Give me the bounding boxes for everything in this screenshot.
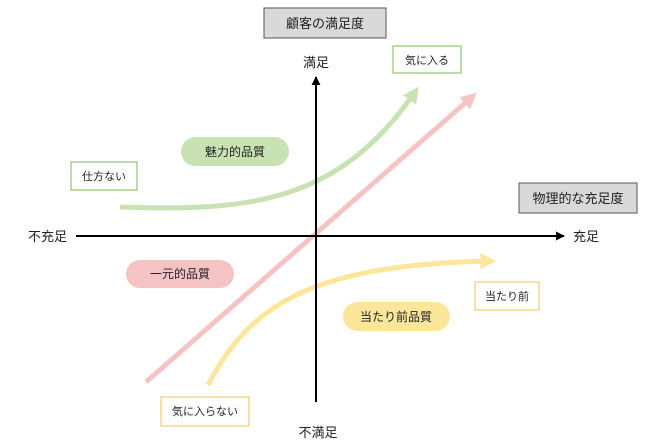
reaction-tolerate-text: 仕方ない: [82, 169, 126, 183]
vertical-axis-title-text: 顧客の満足度: [286, 16, 364, 32]
axis-label-bottom: 不満足: [298, 426, 337, 441]
must-be-quality-text: 当たり前品質: [360, 309, 432, 324]
attractive-quality-label: 魅力的品質: [181, 137, 289, 166]
reaction-like-text: 気に入る: [405, 53, 449, 67]
attractive-quality-curve: [119, 86, 419, 211]
axis-label-top: 満足: [303, 56, 329, 71]
one-dimensional-quality-arrow: [144, 92, 477, 384]
reaction-like-box: 気に入る: [392, 45, 462, 74]
horizontal-axis-title: 物理的な充足度: [518, 182, 638, 214]
must-be-quality-curve: [205, 253, 497, 387]
reaction-tolerate-box: 仕方ない: [70, 161, 138, 191]
one-dimensional-quality-label: 一元的品質: [126, 260, 234, 288]
reaction-dislike-text: 気に入らない: [172, 404, 238, 418]
reaction-expected-box: 当たり前: [474, 281, 540, 311]
reaction-dislike-box: 気に入らない: [160, 396, 250, 427]
reaction-expected-text: 当たり前: [485, 289, 529, 303]
attractive-quality-text: 魅力的品質: [205, 144, 265, 159]
horizontal-axis-title-text: 物理的な充足度: [532, 191, 623, 207]
axis-label-right: 充足: [573, 229, 599, 245]
vertical-axis-title: 顧客の満足度: [263, 7, 387, 39]
axis-label-left: 不充足: [28, 229, 67, 245]
one-dimensional-quality-text: 一元的品質: [150, 266, 210, 281]
must-be-quality-label: 当たり前品質: [343, 302, 450, 331]
